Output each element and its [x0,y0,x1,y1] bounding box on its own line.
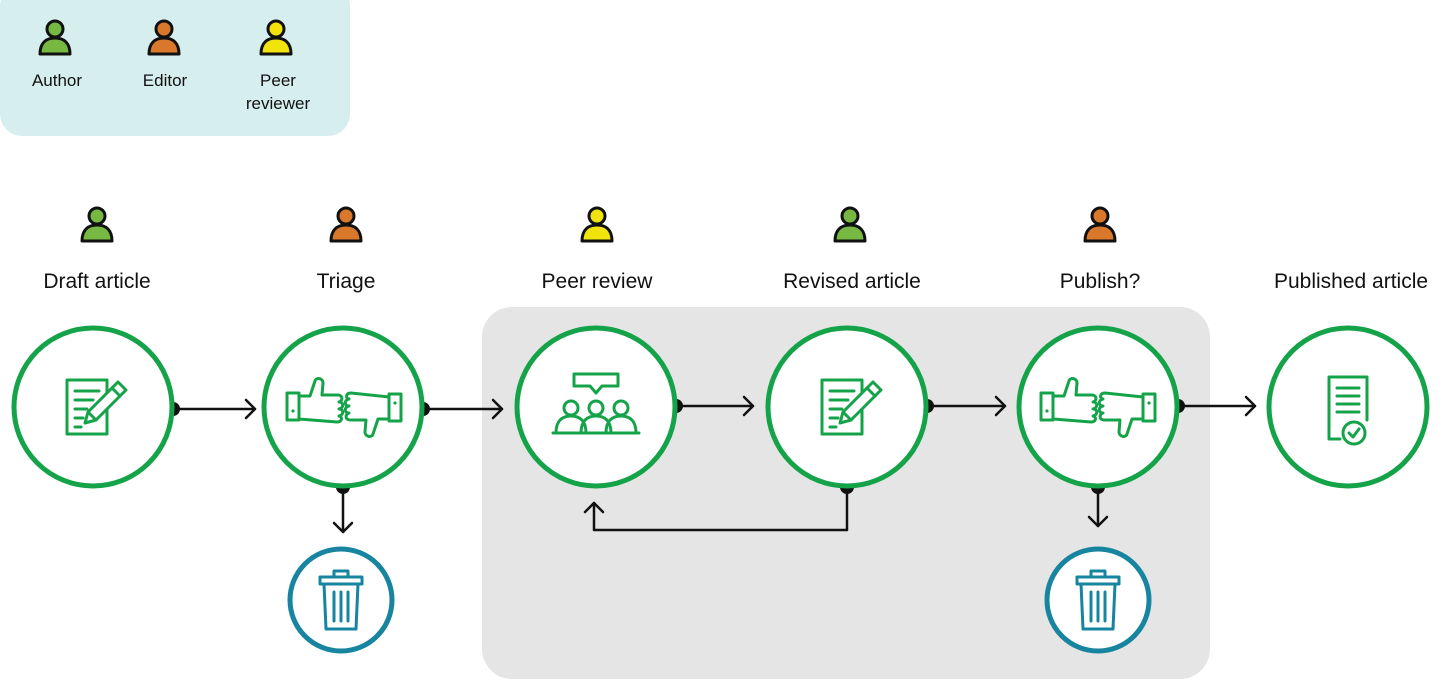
legend-author-label: Author [32,71,82,90]
arrow-revised-loop-back-to-peer-review [583,484,849,532]
arrow-draft-to-triage [171,398,257,420]
legend-peer-reviewer-label-line2: reviewer [246,94,311,113]
arrow-peer-review-to-revised [674,395,755,417]
revised-role-author-icon [833,206,867,243]
stage-label-draft: Draft article [43,270,150,293]
stage-circle-publish [1016,325,1180,489]
legend-peer-reviewer-label-line1: Peer [260,71,296,90]
draft-role-author-icon [80,206,114,243]
legend-editor-label: Editor [143,71,188,90]
triage-role-editor-icon [329,206,363,243]
arrow-triage-to-peer-review [421,398,504,420]
arrow-revised-to-publish [925,395,1007,417]
arrow-publish-to-published [1176,395,1257,417]
legend-panel [0,0,350,136]
stage-circle-published [1266,325,1430,489]
publish-role-editor-icon [1083,206,1117,243]
stage-label-revised: Revised article [783,270,921,293]
stage-label-triage: Triage [317,270,376,293]
stage-label-publish: Publish? [1060,270,1141,293]
stage-label-peer-review: Peer review [542,270,654,293]
stage-circle-peer-review [514,325,678,489]
peer-review-role-reviewer-icon [580,206,614,243]
stage-label-published: Published article [1274,270,1428,293]
